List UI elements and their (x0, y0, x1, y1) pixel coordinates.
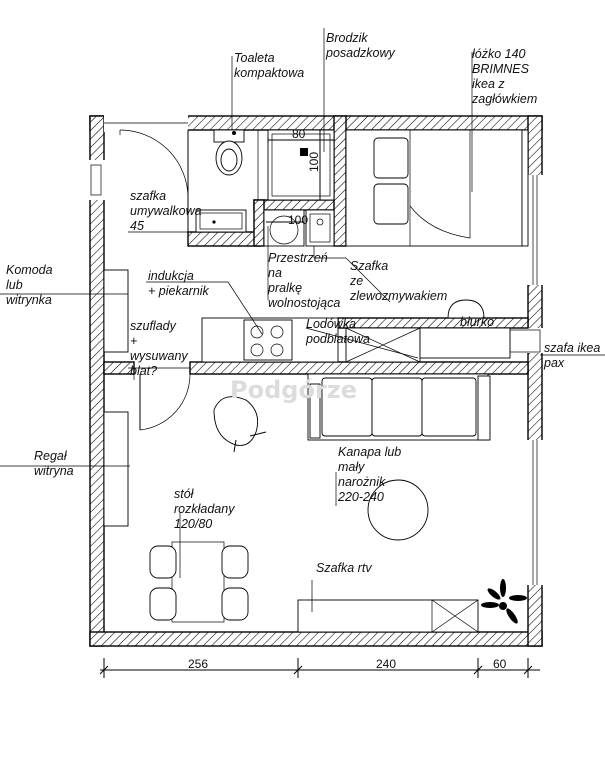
desk (419, 299, 511, 359)
washing-machine-space (263, 209, 335, 247)
label-szuflady: szuflady + wysuwany blat? (130, 319, 191, 378)
label-szafa-pax: szafa ikea pax (543, 341, 604, 370)
label-regal: Regał witryna (34, 449, 74, 478)
sofa (307, 373, 491, 441)
bathroom-door (119, 129, 189, 232)
entry-door (133, 372, 191, 431)
washbasin-cabinet (195, 209, 247, 233)
round-table (367, 479, 429, 541)
armchair (213, 396, 267, 453)
tv-cabinet (297, 599, 479, 633)
plant-icon (481, 579, 527, 624)
label-przestrzen: Przestrzeń na pralkę wolnostojąca (267, 251, 340, 310)
dim-shower-inner: 100 (288, 213, 308, 227)
label-brodzik: Brodzik posadzkowy (325, 31, 396, 60)
dimension-line (99, 658, 540, 678)
label-kanapa: Kanapa lub mały narożnik 220-240 (337, 445, 405, 504)
dim-shower-width: 80 (292, 127, 306, 141)
label-lozko: łóżko 140 BRIMNES ikea z zagłówkiem (471, 47, 537, 106)
dim-bottom-mid: 240 (376, 657, 396, 671)
dining-table (149, 541, 249, 623)
dim-bottom-right: 60 (493, 657, 507, 671)
label-toaleta: Toaleta kompaktowa (234, 51, 304, 80)
leader-lines (0, 28, 605, 612)
komoda (103, 269, 129, 353)
label-szafka-zlew: Szafka ze zlewozmywakiem (349, 259, 447, 303)
label-biurko: biurko (460, 315, 494, 329)
label-stol: stół rozkładany 120/80 (174, 487, 238, 531)
kitchen-counter (201, 317, 339, 363)
shower (257, 129, 335, 201)
label-komoda: Komoda lub witrynka (6, 263, 56, 307)
bed (345, 129, 529, 247)
dim-shower-depth: 100 (307, 152, 321, 172)
regal (103, 411, 129, 527)
watermark: Podgórze (230, 376, 357, 404)
toilet (213, 129, 245, 176)
wall-openings (88, 114, 544, 585)
label-szafka-umywalkowa: szafka umywalkowa 45 (130, 189, 205, 233)
label-lodowka: Lodówka podblatowa (305, 317, 370, 346)
label-szafka-rtv: Szafka rtv (316, 561, 372, 575)
fridge (345, 327, 421, 363)
label-indukcja: indukcja + piekarnik (148, 269, 210, 298)
dim-bottom-left: 256 (188, 657, 208, 671)
